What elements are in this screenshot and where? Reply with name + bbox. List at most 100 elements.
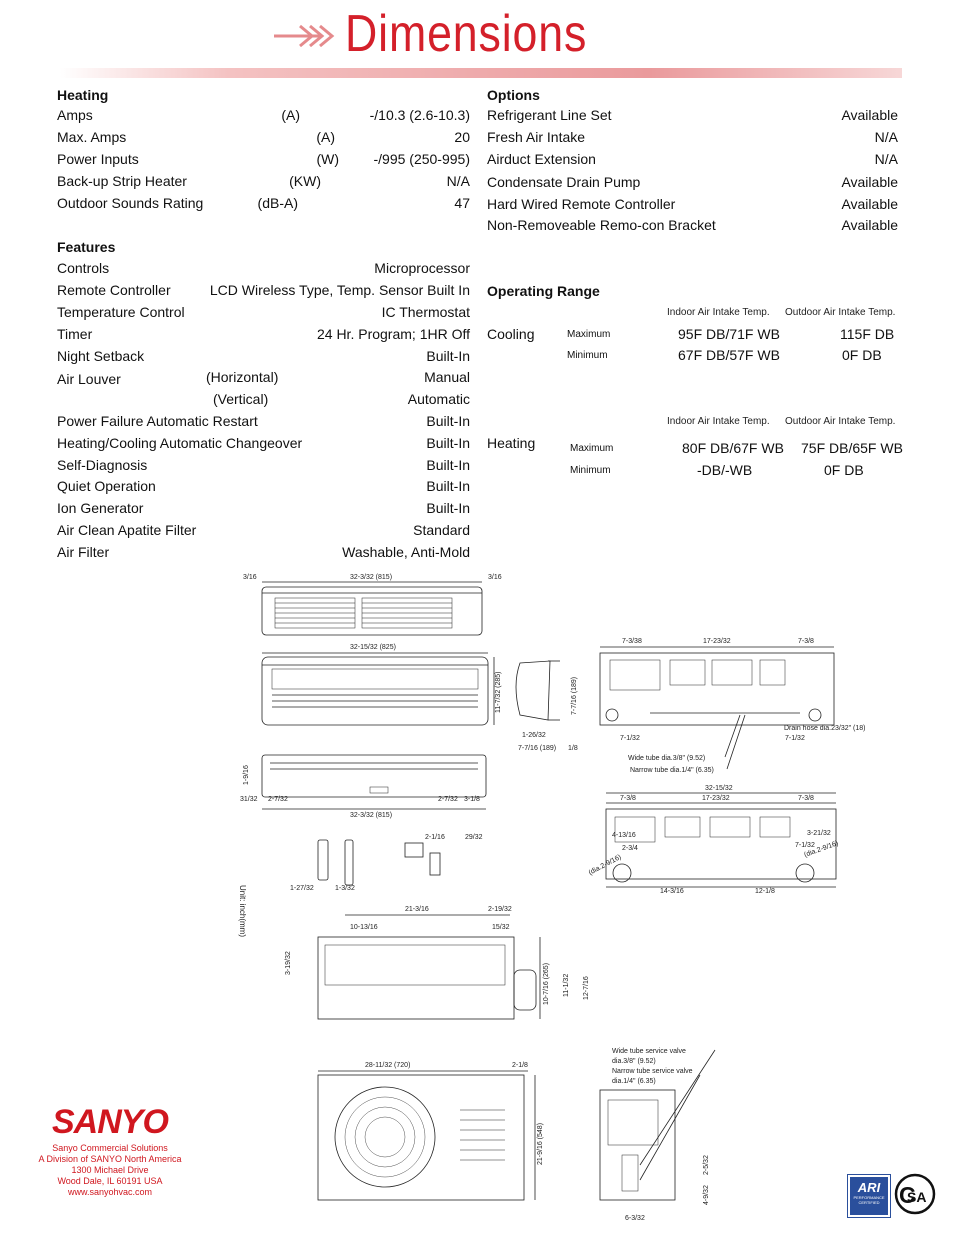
- title-rule: [60, 68, 902, 78]
- csa-letters: SA: [907, 1189, 926, 1205]
- dim-label: 3-21/32: [807, 830, 831, 837]
- dim-label: 6-3/32: [625, 1215, 645, 1222]
- feature-row-label: Heating/Cooling Automatic Changeover: [57, 435, 303, 451]
- heating-row-label: Max. Amps: [57, 129, 127, 145]
- dim-label: 21-3/16: [405, 906, 429, 913]
- dim-label: dia.3/8" (9.52): [612, 1058, 656, 1065]
- cooling-indoor-max: 95F DB/71F WB: [678, 326, 780, 342]
- dim-label: 2-1/16: [425, 834, 445, 841]
- dim-label: Narrow tube dia.1/4" (6.35): [630, 767, 714, 774]
- feature-row-value: Built-In: [426, 348, 470, 364]
- option-row-label: Airduct Extension: [487, 151, 596, 167]
- dim-label: 12-1/8: [755, 888, 775, 895]
- dim-label: 3-1/8: [464, 796, 480, 803]
- operating-range-heading: Operating Range: [487, 283, 600, 299]
- ari-subtext: PERFORMANCE CERTIFIED: [853, 1195, 885, 1205]
- heating-outdoor-min: 0F DB: [824, 462, 864, 478]
- dim-label: 32-15/32: [705, 785, 733, 792]
- option-row-value: Available: [841, 174, 898, 190]
- dim-label: 7-1/32: [785, 735, 805, 742]
- indoor-header-cooling: Indoor Air Intake Temp.: [667, 307, 770, 318]
- feature-row-value: Automatic: [407, 391, 470, 407]
- indoor-bottom-view: 31/32 2-7/32 2-7/32 3-1/8 32-3/32 (815) …: [240, 754, 487, 819]
- website-link[interactable]: www.sanyohvac.com: [67, 1187, 153, 1197]
- csa-text: C: [899, 1182, 916, 1208]
- heating-range-label: Heating: [487, 435, 536, 451]
- feature-row-label: Air Louver: [57, 371, 121, 387]
- cooling-max-label: Maximum: [567, 329, 611, 340]
- option-row-value: Available: [841, 196, 898, 212]
- heating-row-unit: (A): [281, 107, 300, 123]
- dim-label: 3/16: [243, 574, 257, 581]
- heating-row-value: 20: [454, 129, 470, 145]
- dim-label: Narrow tube service valve: [612, 1068, 693, 1075]
- dim-label: 17-23/32: [703, 638, 731, 645]
- dim-label: 32-3/32 (815): [350, 574, 392, 581]
- dim-label: 21-9/16 (548): [537, 1123, 544, 1165]
- heating-row-value: -/10.3 (2.6-10.3): [369, 107, 470, 123]
- page-title: Dimensions: [345, 5, 588, 63]
- ari-text: ARI: [857, 1180, 881, 1195]
- dim-label: Drain hose dia.23/32" (18): [784, 725, 865, 732]
- feature-row-value: Built-In: [426, 457, 470, 473]
- feature-row-label: Quiet Operation: [57, 478, 156, 494]
- heating-heading: Heating: [57, 87, 109, 103]
- dim-label: 7-3/8: [798, 795, 814, 802]
- heating-indoor-min: -DB/-WB: [697, 462, 753, 478]
- dim-label: 17-23/32: [702, 795, 730, 802]
- installation-plate-bottom: 32-15/32 7-3/8 17-23/32 7-3/8 4-13/16 2-…: [588, 785, 840, 895]
- dim-label: 32-3/32 (815): [350, 812, 392, 819]
- heating-row-value: -/995 (250-995): [373, 151, 470, 167]
- dimension-drawings: 3/16 32-3/32 (815) 3/16 32-15/32 (825) 1…: [238, 574, 865, 1222]
- dim-label: 1-26/32: [522, 732, 546, 739]
- dim-label: 14-3/16: [660, 888, 684, 895]
- feature-row-label: Ion Generator: [57, 500, 144, 516]
- feature-row-value: LCD Wireless Type, Temp. Sensor Built In: [209, 282, 470, 298]
- feature-row-label: Night Setback: [57, 348, 145, 364]
- dim-label: 31/32: [240, 796, 258, 803]
- option-row-value: Available: [841, 107, 898, 123]
- dim-label: 2-3/4: [622, 845, 638, 852]
- sanyo-logo: SANYO: [52, 1103, 169, 1141]
- detail-views: 2-1/16 29/32 1-27/32 1-3/32 Unit: inch(m…: [238, 834, 483, 937]
- features-heading: Features: [57, 239, 116, 255]
- dim-label: 7-7/16 (189): [518, 745, 556, 752]
- dim-label: 2-7/32: [438, 796, 458, 803]
- outdoor-side-view: Wide tube service valve dia.3/8" (9.52) …: [599, 1048, 716, 1222]
- feature-row-sublabel: (Horizontal): [206, 369, 279, 385]
- dim-label: 2-5/32: [703, 1155, 710, 1175]
- option-row-value: N/A: [874, 151, 898, 167]
- feature-row-value: Standard: [413, 522, 470, 538]
- dim-label: 7-3/8: [798, 638, 814, 645]
- dim-label: 7-1/32: [795, 842, 815, 849]
- dim-label: 4-13/16: [612, 832, 636, 839]
- feature-row-label: Air Filter: [57, 544, 110, 560]
- dim-label: 28-11/32 (720): [365, 1062, 410, 1069]
- dim-label: 1-3/32: [335, 885, 355, 892]
- cooling-outdoor-min: 0F DB: [842, 347, 882, 363]
- option-row-value: N/A: [874, 129, 898, 145]
- heating-row-unit: (W): [316, 151, 339, 167]
- outdoor-top-view: 21-3/16 2-19/32 10-13/16 15/32 10-7/16 (…: [285, 906, 590, 1020]
- option-row-label: Refrigerant Line Set: [487, 107, 612, 123]
- dim-label: 1-27/32: [290, 885, 314, 892]
- options-heading: Options: [487, 87, 540, 103]
- feature-row-value: IC Thermostat: [381, 304, 470, 320]
- feature-row-label: Timer: [57, 326, 93, 342]
- cooling-outdoor-max: 115F DB: [840, 326, 895, 342]
- heating-row-value: 47: [454, 195, 470, 211]
- heating-row-label: Back-up Strip Heater: [57, 173, 187, 189]
- cooling-indoor-min: 67F DB/57F WB: [678, 347, 780, 363]
- feature-row-label: Remote Controller: [57, 282, 171, 298]
- indoor-header-heating: Indoor Air Intake Temp.: [667, 416, 770, 427]
- heating-min-label: Minimum: [570, 465, 611, 476]
- feature-row-value: Built-In: [426, 478, 470, 494]
- outdoor-front-view: 28-11/32 (720) 2-1/8 21-9/16 (548): [317, 1062, 544, 1201]
- heating-row-label: Outdoor Sounds Rating: [57, 195, 204, 211]
- dim-label: 10-7/16 (265): [543, 963, 550, 1005]
- dim-label: dia.1/4" (6.35): [612, 1078, 656, 1085]
- dim-label: 11-7/32 (285): [495, 671, 502, 713]
- feature-row-label: Self-Diagnosis: [57, 457, 148, 473]
- option-row-value: Available: [841, 217, 898, 233]
- dim-label: 29/32: [465, 834, 483, 841]
